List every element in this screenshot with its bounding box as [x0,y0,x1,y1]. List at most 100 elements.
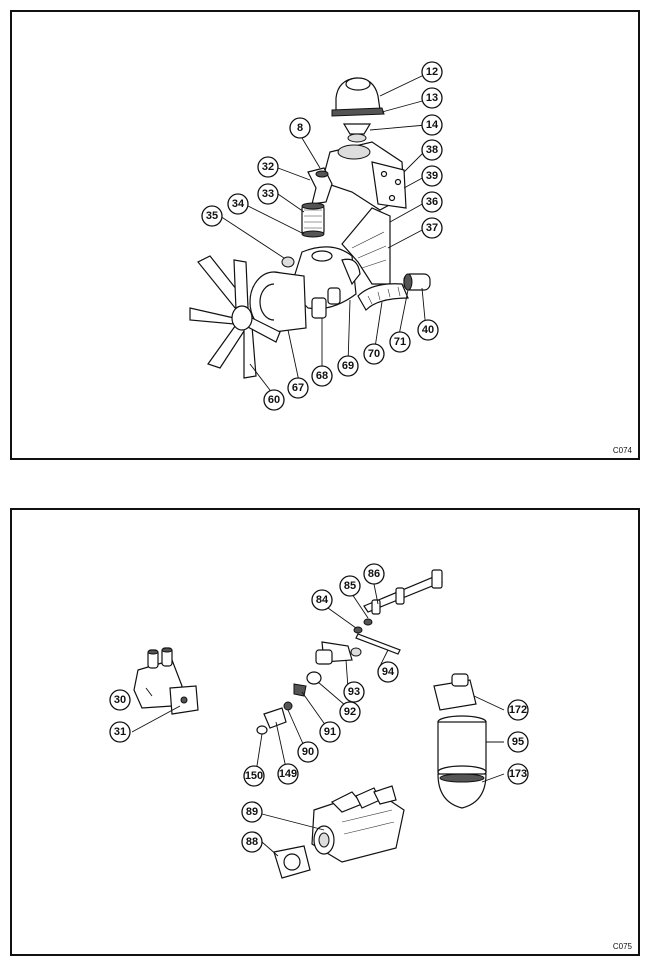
svg-text:69: 69 [342,360,354,372]
thermostat-housing [321,141,407,211]
callout-12: 12 [421,61,443,83]
callout-94: 94 [377,661,399,683]
seal-washer [283,701,293,711]
svg-text:8: 8 [297,122,303,134]
cooling-system-illustration: 12 13 14 8 38 32 39 33 36 34 35 37 40 71… [189,61,443,411]
callout-89: 89 [241,801,263,823]
svg-text:71: 71 [394,336,406,348]
callout-35: 35 [201,205,223,227]
svg-text:40: 40 [422,324,434,336]
callout-30: 30 [109,689,131,711]
svg-text:35: 35 [206,210,218,222]
svg-text:37: 37 [426,222,438,234]
svg-text:12: 12 [426,66,438,78]
svg-text:33: 33 [262,188,274,200]
figure-code: C074 [612,446,632,455]
callout-8: 8 [289,117,311,139]
callout-67: 67 [287,377,309,399]
lift-pump [133,647,199,715]
svg-text:68: 68 [316,370,328,382]
svg-text:88: 88 [246,836,258,848]
callout-92: 92 [339,701,361,723]
svg-text:13: 13 [426,92,438,104]
callout-149: 149 [277,763,299,785]
svg-text:86: 86 [368,568,380,580]
callout-95: 95 [507,731,529,753]
svg-text:149: 149 [279,768,297,780]
callout-33: 33 [257,183,279,205]
svg-text:90: 90 [302,746,314,758]
svg-text:93: 93 [348,686,360,698]
injection-pump [311,785,405,863]
svg-text:172: 172 [509,704,527,716]
svg-text:32: 32 [262,161,274,173]
callout-84: 84 [311,589,333,611]
callout-88: 88 [241,831,263,853]
injector [315,641,362,665]
svg-text:30: 30 [114,694,126,706]
nozzle-sleeve [263,707,287,729]
svg-text:38: 38 [426,144,438,156]
callout-71: 71 [389,331,411,353]
callout-37: 37 [421,217,443,239]
callout-93: 93 [343,681,365,703]
svg-text:14: 14 [426,119,439,131]
svg-text:31: 31 [114,726,126,738]
nozzle-holder [293,683,307,697]
callout-14: 14 [421,114,443,136]
copper-washer [256,725,268,735]
svg-text:150: 150 [245,770,263,782]
thermostat-cover [331,77,385,117]
svg-text:94: 94 [382,666,395,678]
svg-text:34: 34 [232,198,245,210]
seal-ring [281,256,295,268]
callout-13: 13 [421,87,443,109]
water-pump [289,246,361,319]
svg-text:85: 85 [344,580,356,592]
callout-34: 34 [227,193,249,215]
figure-code: C075 [612,942,632,951]
fuel-filter [433,673,487,809]
fuel-pipe-assembly [353,569,444,634]
svg-text:39: 39 [426,170,438,182]
callout-86: 86 [363,563,385,585]
svg-text:89: 89 [246,806,258,818]
svg-text:70: 70 [368,348,380,360]
svg-text:91: 91 [324,726,336,738]
callout-150: 150 [243,765,265,787]
svg-text:36: 36 [426,196,438,208]
cooling-fan [189,255,281,379]
outlet-pipe [403,273,431,291]
callout-172: 172 [507,699,529,721]
fuel-system-illustration: 86 85 84 94 93 30 31 92 91 90 149 150 17… [109,563,529,879]
fan-pulley [249,271,307,333]
callout-60: 60 [263,389,285,411]
svg-text:92: 92 [344,706,356,718]
callout-91: 91 [319,721,341,743]
svg-text:173: 173 [509,768,527,780]
callout-40: 40 [417,319,439,341]
pump-gasket [273,845,311,879]
callout-32: 32 [257,156,279,178]
callout-90: 90 [297,741,319,763]
upper-hose [301,202,325,238]
callout-173: 173 [507,763,529,785]
callout-85: 85 [339,575,361,597]
svg-text:60: 60 [268,394,280,406]
callout-38: 38 [421,139,443,161]
cooling-system-diagram-panel: 12 13 14 8 38 32 39 33 36 34 35 37 40 71… [10,10,640,460]
callout-70: 70 [363,343,385,365]
outlet-elbow [307,167,333,205]
callout-36: 36 [421,191,443,213]
lower-hose [357,283,409,311]
washer [306,671,322,685]
svg-text:84: 84 [316,594,329,606]
thermostat [342,123,372,143]
callout-68: 68 [311,365,333,387]
fuel-system-diagram-panel: 86 85 84 94 93 30 31 92 91 90 149 150 17… [10,508,640,956]
svg-text:95: 95 [512,736,524,748]
svg-text:67: 67 [292,382,304,394]
callout-39: 39 [421,165,443,187]
callout-31: 31 [109,721,131,743]
leak-off-pipe [355,633,401,655]
